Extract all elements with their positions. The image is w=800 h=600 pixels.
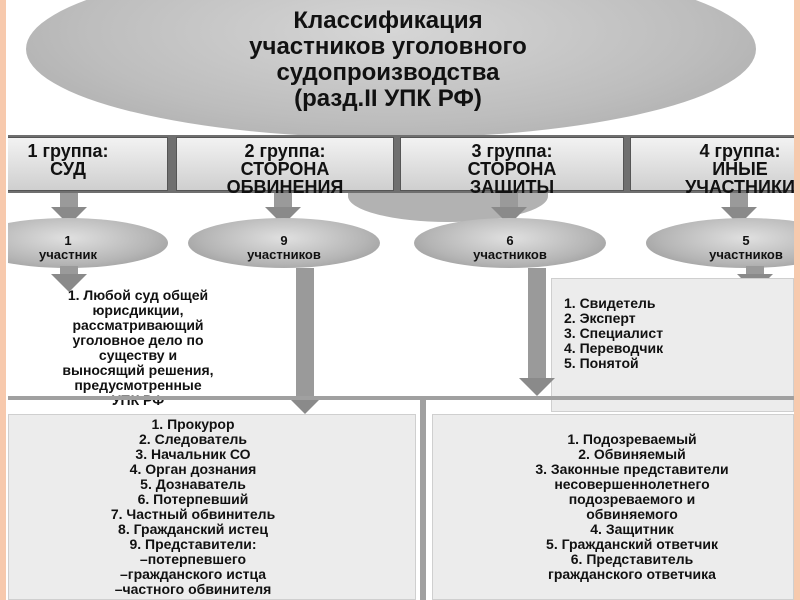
- prosecution-panel: [8, 414, 416, 600]
- court-list-line: юрисдикции,: [92, 302, 184, 318]
- court-list-line: уголовное дело по: [72, 332, 204, 348]
- prosecution-list-item: 9. Представители:: [129, 536, 257, 552]
- prosecution-list-item: –гражданского истца: [119, 566, 267, 582]
- defense-list-item: 6. Представитель: [570, 551, 694, 567]
- other-list: 1. Свидетель 2. Эксперт 3. Специалист 4.…: [564, 296, 663, 371]
- group-prosecution: 2 группа: СТОРОНА ОБВИНЕНИЯ: [176, 137, 394, 196]
- group-prosecution-line-1: 2 группа:: [244, 141, 326, 161]
- other-list-item: 1. Свидетель: [564, 295, 656, 311]
- prosecution-list: 1. Прокурор 2. Следователь 3. Начальник …: [8, 417, 378, 597]
- count-court-number: 1: [64, 233, 72, 248]
- prosecution-list-item: 7. Частный обвинитель: [110, 506, 276, 522]
- group-defense-line-1: 3 группа:: [471, 141, 553, 161]
- arrow-prosecution-down: [265, 193, 301, 225]
- defense-list-item: 1. Подозреваемый: [567, 431, 697, 447]
- court-list-line: предусмотренные: [74, 377, 202, 393]
- defense-list-item: 3. Законные представители: [535, 461, 729, 477]
- right-decor-stripe: [794, 0, 800, 600]
- defense-list-item: подозреваемого и: [568, 491, 696, 507]
- other-list-item: 5. Понятой: [564, 355, 639, 371]
- other-panel: [551, 278, 794, 412]
- count-prosecution-number: 9: [280, 233, 288, 248]
- defense-list-item: 4. Защитник: [590, 521, 674, 537]
- count-court-word: участник: [39, 247, 97, 262]
- defense-list-item: 5. Гражданский ответчик: [546, 536, 718, 552]
- group-other-line-3: УЧАСТНИКИ: [685, 177, 794, 197]
- prosecution-list-item: 6. Потерпевший: [137, 491, 249, 507]
- arrow-court-down: [51, 193, 87, 225]
- group-court: 1 группа: СУД: [8, 137, 168, 191]
- defense-list-item: гражданского ответчика: [548, 566, 716, 582]
- defense-panel: [432, 414, 794, 600]
- arrow-other-down: [721, 193, 757, 225]
- arrow-defense-long: [519, 268, 555, 396]
- prosecution-list-item: 3. Начальник СО: [135, 446, 251, 462]
- other-list-item: 2. Эксперт: [564, 310, 636, 326]
- court-list-line: 1. Любой суд общей: [67, 287, 209, 303]
- arrow-other-to-list: [737, 266, 773, 292]
- prosecution-list-item: –частного обвинителя: [114, 581, 272, 597]
- title-line-4: (разд.II УПК РФ): [294, 85, 482, 112]
- count-defense: 6 участников: [414, 218, 606, 268]
- other-list-item: 3. Специалист: [564, 325, 664, 341]
- count-defense-number: 6: [506, 233, 514, 248]
- group-defense-line-2: СТОРОНА: [467, 159, 557, 179]
- lower-divider: [8, 396, 794, 400]
- defense-list: 1. Подозреваемый 2. Обвиняемый 3. Законн…: [462, 432, 794, 582]
- slide-title: Классификация участников уголовного судо…: [108, 8, 668, 112]
- left-decor-stripe: [0, 0, 6, 600]
- other-list-item: 4. Переводчик: [564, 340, 664, 356]
- defense-list-item: несовершеннолетнего: [554, 476, 710, 492]
- group-other-line-1: 4 группа:: [699, 141, 781, 161]
- arrow-court-to-list: [51, 266, 87, 292]
- group-defense: 3 группа: СТОРОНА ЗАЩИТЫ: [400, 137, 624, 196]
- group-other-line-2: ИНЫЕ: [712, 159, 768, 179]
- court-list-line: выносящий решения,: [62, 362, 214, 378]
- defense-list-item: 2. Обвиняемый: [578, 446, 686, 462]
- court-list-line: рассматривающий: [72, 317, 204, 333]
- group-other: 4 группа: ИНЫЕ УЧАСТНИКИ: [630, 137, 794, 196]
- arrow-prosecution-long: [287, 268, 323, 414]
- prosecution-list-item: 4. Орган дознания: [129, 461, 257, 477]
- slide: Классификация участников уголовного судо…: [8, 0, 794, 600]
- title-line-1: Классификация: [293, 7, 483, 34]
- title-line-3: судопроизводства: [276, 59, 500, 86]
- group-prosecution-line-2: СТОРОНА: [240, 159, 330, 179]
- prosecution-list-item: 5. Дознаватель: [140, 476, 246, 492]
- prosecution-list-item: 8. Гражданский истец: [118, 521, 268, 537]
- count-other: 5 участников: [646, 218, 794, 268]
- count-court: 1 участник: [8, 218, 168, 268]
- group-prosecution-line-3: ОБВИНЕНИЯ: [226, 177, 344, 197]
- group-court-line-2: СУД: [50, 159, 86, 179]
- defense-list-item: обвиняемого: [586, 506, 678, 522]
- count-defense-word: участников: [473, 247, 547, 262]
- count-other-word: участников: [709, 247, 783, 262]
- court-list-line: существу и: [98, 347, 178, 363]
- center-divider: [420, 396, 426, 600]
- title-ellipse: [26, 0, 756, 138]
- prosecution-list-item: 1. Прокурор: [151, 416, 235, 432]
- prosecution-list-item: –потерпевшего: [139, 551, 247, 567]
- group-court-line-1: 1 группа:: [27, 141, 109, 161]
- prosecution-list-item: 2. Следователь: [139, 431, 247, 447]
- title-line-2: участников уголовного: [249, 33, 527, 60]
- count-other-number: 5: [742, 233, 750, 248]
- court-list: 1. Любой суд общей юрисдикции, рассматри…: [8, 288, 278, 408]
- group-defense-line-3: ЗАЩИТЫ: [469, 177, 555, 197]
- count-prosecution: 9 участников: [188, 218, 380, 268]
- arrow-defense-down: [491, 193, 527, 225]
- count-prosecution-word: участников: [247, 247, 321, 262]
